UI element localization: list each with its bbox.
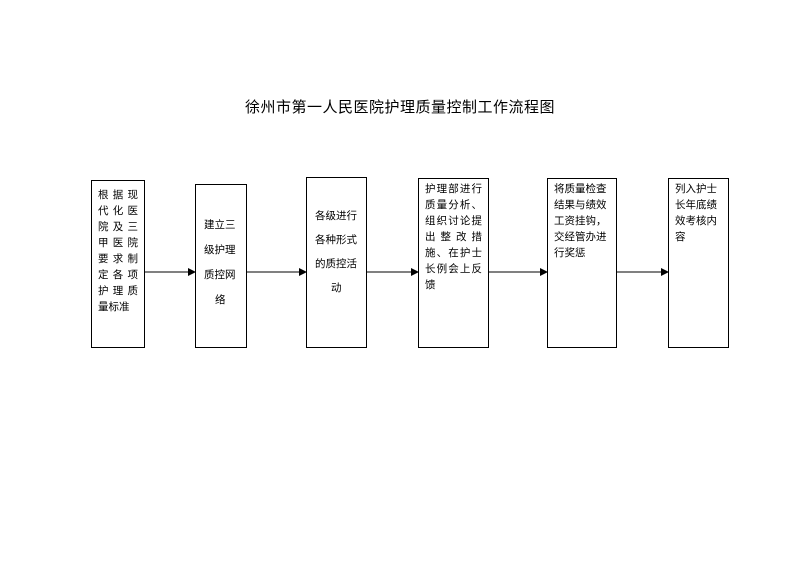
step-6-line: 效考核内 <box>675 215 717 227</box>
step-5-line: 工资挂钩， <box>554 215 607 227</box>
step-1-line: 根据现 <box>98 189 138 201</box>
step-5-line: 将质量检查 <box>554 183 607 195</box>
step-1-line: 要求制 <box>98 253 138 265</box>
step-2-line: 络 <box>215 294 226 306</box>
step-4-line: 护理部进行 <box>425 183 482 195</box>
step-1-line: 量标准 <box>98 301 130 313</box>
step-1-box: 根据现 代化医 院及三 甲医院 要求制 定各项 护理质 量标准 <box>91 180 145 348</box>
step-1-line: 护理质 <box>98 285 138 297</box>
step-5-line: 行奖惩 <box>554 247 586 259</box>
step-4-line: 长例会上反 <box>425 263 482 275</box>
step-4-line: 组织讨论提 <box>425 215 482 227</box>
step-2-line: 建立三 <box>204 219 236 231</box>
step-6-line: 长年底绩 <box>675 199 717 211</box>
step-4-line: 出整改措 <box>425 231 482 243</box>
step-2-line: 级护理 <box>204 244 236 256</box>
step-3-line: 各级进行 <box>315 210 357 222</box>
step-1-line: 院及三 <box>98 221 138 233</box>
step-4-line: 馈 <box>425 279 436 291</box>
step-1-line: 代化医 <box>98 205 138 217</box>
step-2-line: 质控网 <box>204 269 236 281</box>
step-2-box: 建立三 级护理 质控网 络 <box>195 184 247 348</box>
step-5-line: 结果与绩效 <box>554 199 607 211</box>
step-5-line: 交经管办进 <box>554 231 607 243</box>
step-6-box: 列入护士 长年底绩 效考核内 容 <box>668 178 729 348</box>
step-6-line: 容 <box>675 231 686 243</box>
step-1-line: 定各项 <box>98 269 138 281</box>
step-3-line: 的质控活 <box>315 258 357 270</box>
step-3-line: 各种形式 <box>315 234 357 246</box>
step-5-box: 将质量检查 结果与绩效 工资挂钩， 交经管办进 行奖惩 <box>547 178 617 348</box>
step-3-line: 动 <box>331 282 342 294</box>
page-title: 徐州市第一人民医院护理质量控制工作流程图 <box>244 98 555 116</box>
step-6-line: 列入护士 <box>675 183 717 195</box>
step-4-line: 质量分析、 <box>425 199 482 211</box>
step-4-line: 施、在护士 <box>425 247 482 259</box>
step-3-box: 各级进行 各种形式 的质控活 动 <box>306 177 367 348</box>
step-1-line: 甲医院 <box>98 237 138 249</box>
step-4-box: 护理部进行 质量分析、 组织讨论提 出整改措 施、在护士 长例会上反 馈 <box>418 178 489 348</box>
